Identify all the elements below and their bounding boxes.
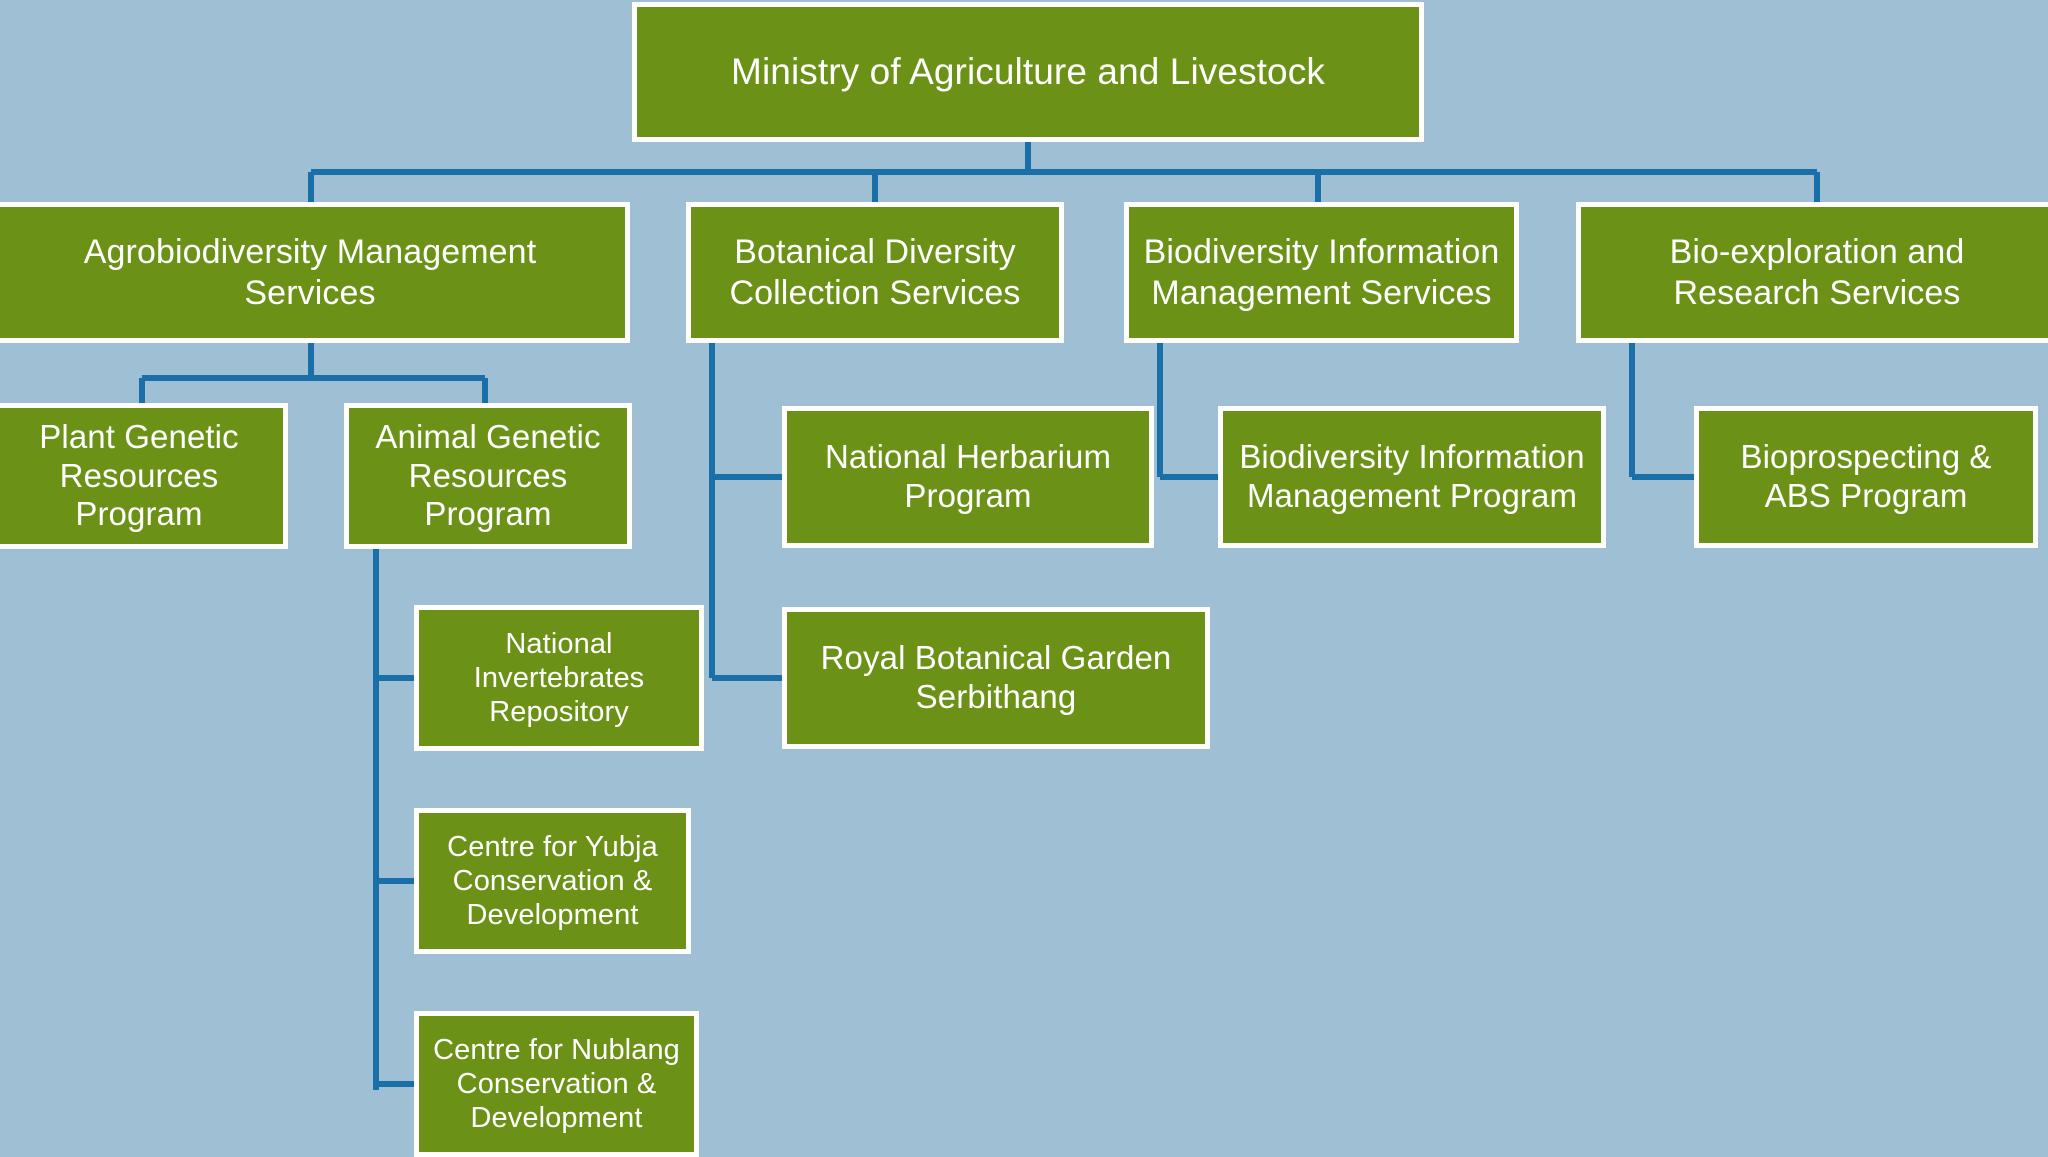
node-centre-for-nublang-conservation-development[interactable]: Centre for Nublang Conservation & Develo… <box>414 1011 699 1157</box>
node-bioprospecting-abs-program[interactable]: Bioprospecting & ABS Program <box>1694 406 2038 548</box>
node-bio-exploration-and-research-services[interactable]: Bio-exploration and Research Services <box>1576 202 2048 343</box>
node-ministry[interactable]: Ministry of Agriculture and Livestock <box>632 2 1424 142</box>
node-biodiversity-information-management-services[interactable]: Biodiversity Information Management Serv… <box>1124 202 1519 343</box>
node-centre-for-yubja-conservation-development[interactable]: Centre for Yubja Conservation & Developm… <box>414 808 691 954</box>
node-national-herbarium-program[interactable]: National Herbarium Program <box>782 406 1154 548</box>
node-royal-botanical-garden-serbithang[interactable]: Royal Botanical Garden Serbithang <box>782 607 1210 749</box>
node-national-invertebrates-repository[interactable]: National Invertebrates Repository <box>414 605 704 751</box>
node-botanical-diversity-collection-services[interactable]: Botanical Diversity Collection Services <box>686 202 1064 343</box>
node-agrobiodiversity-management-services[interactable]: Agrobiodiversity Management Services <box>0 202 630 343</box>
node-animal-genetic-resources-program[interactable]: Animal Genetic Resources Program <box>344 403 632 549</box>
node-biodiversity-information-management-program[interactable]: Biodiversity Information Management Prog… <box>1218 406 1606 548</box>
node-plant-genetic-resources-program[interactable]: Plant Genetic Resources Program <box>0 403 288 549</box>
